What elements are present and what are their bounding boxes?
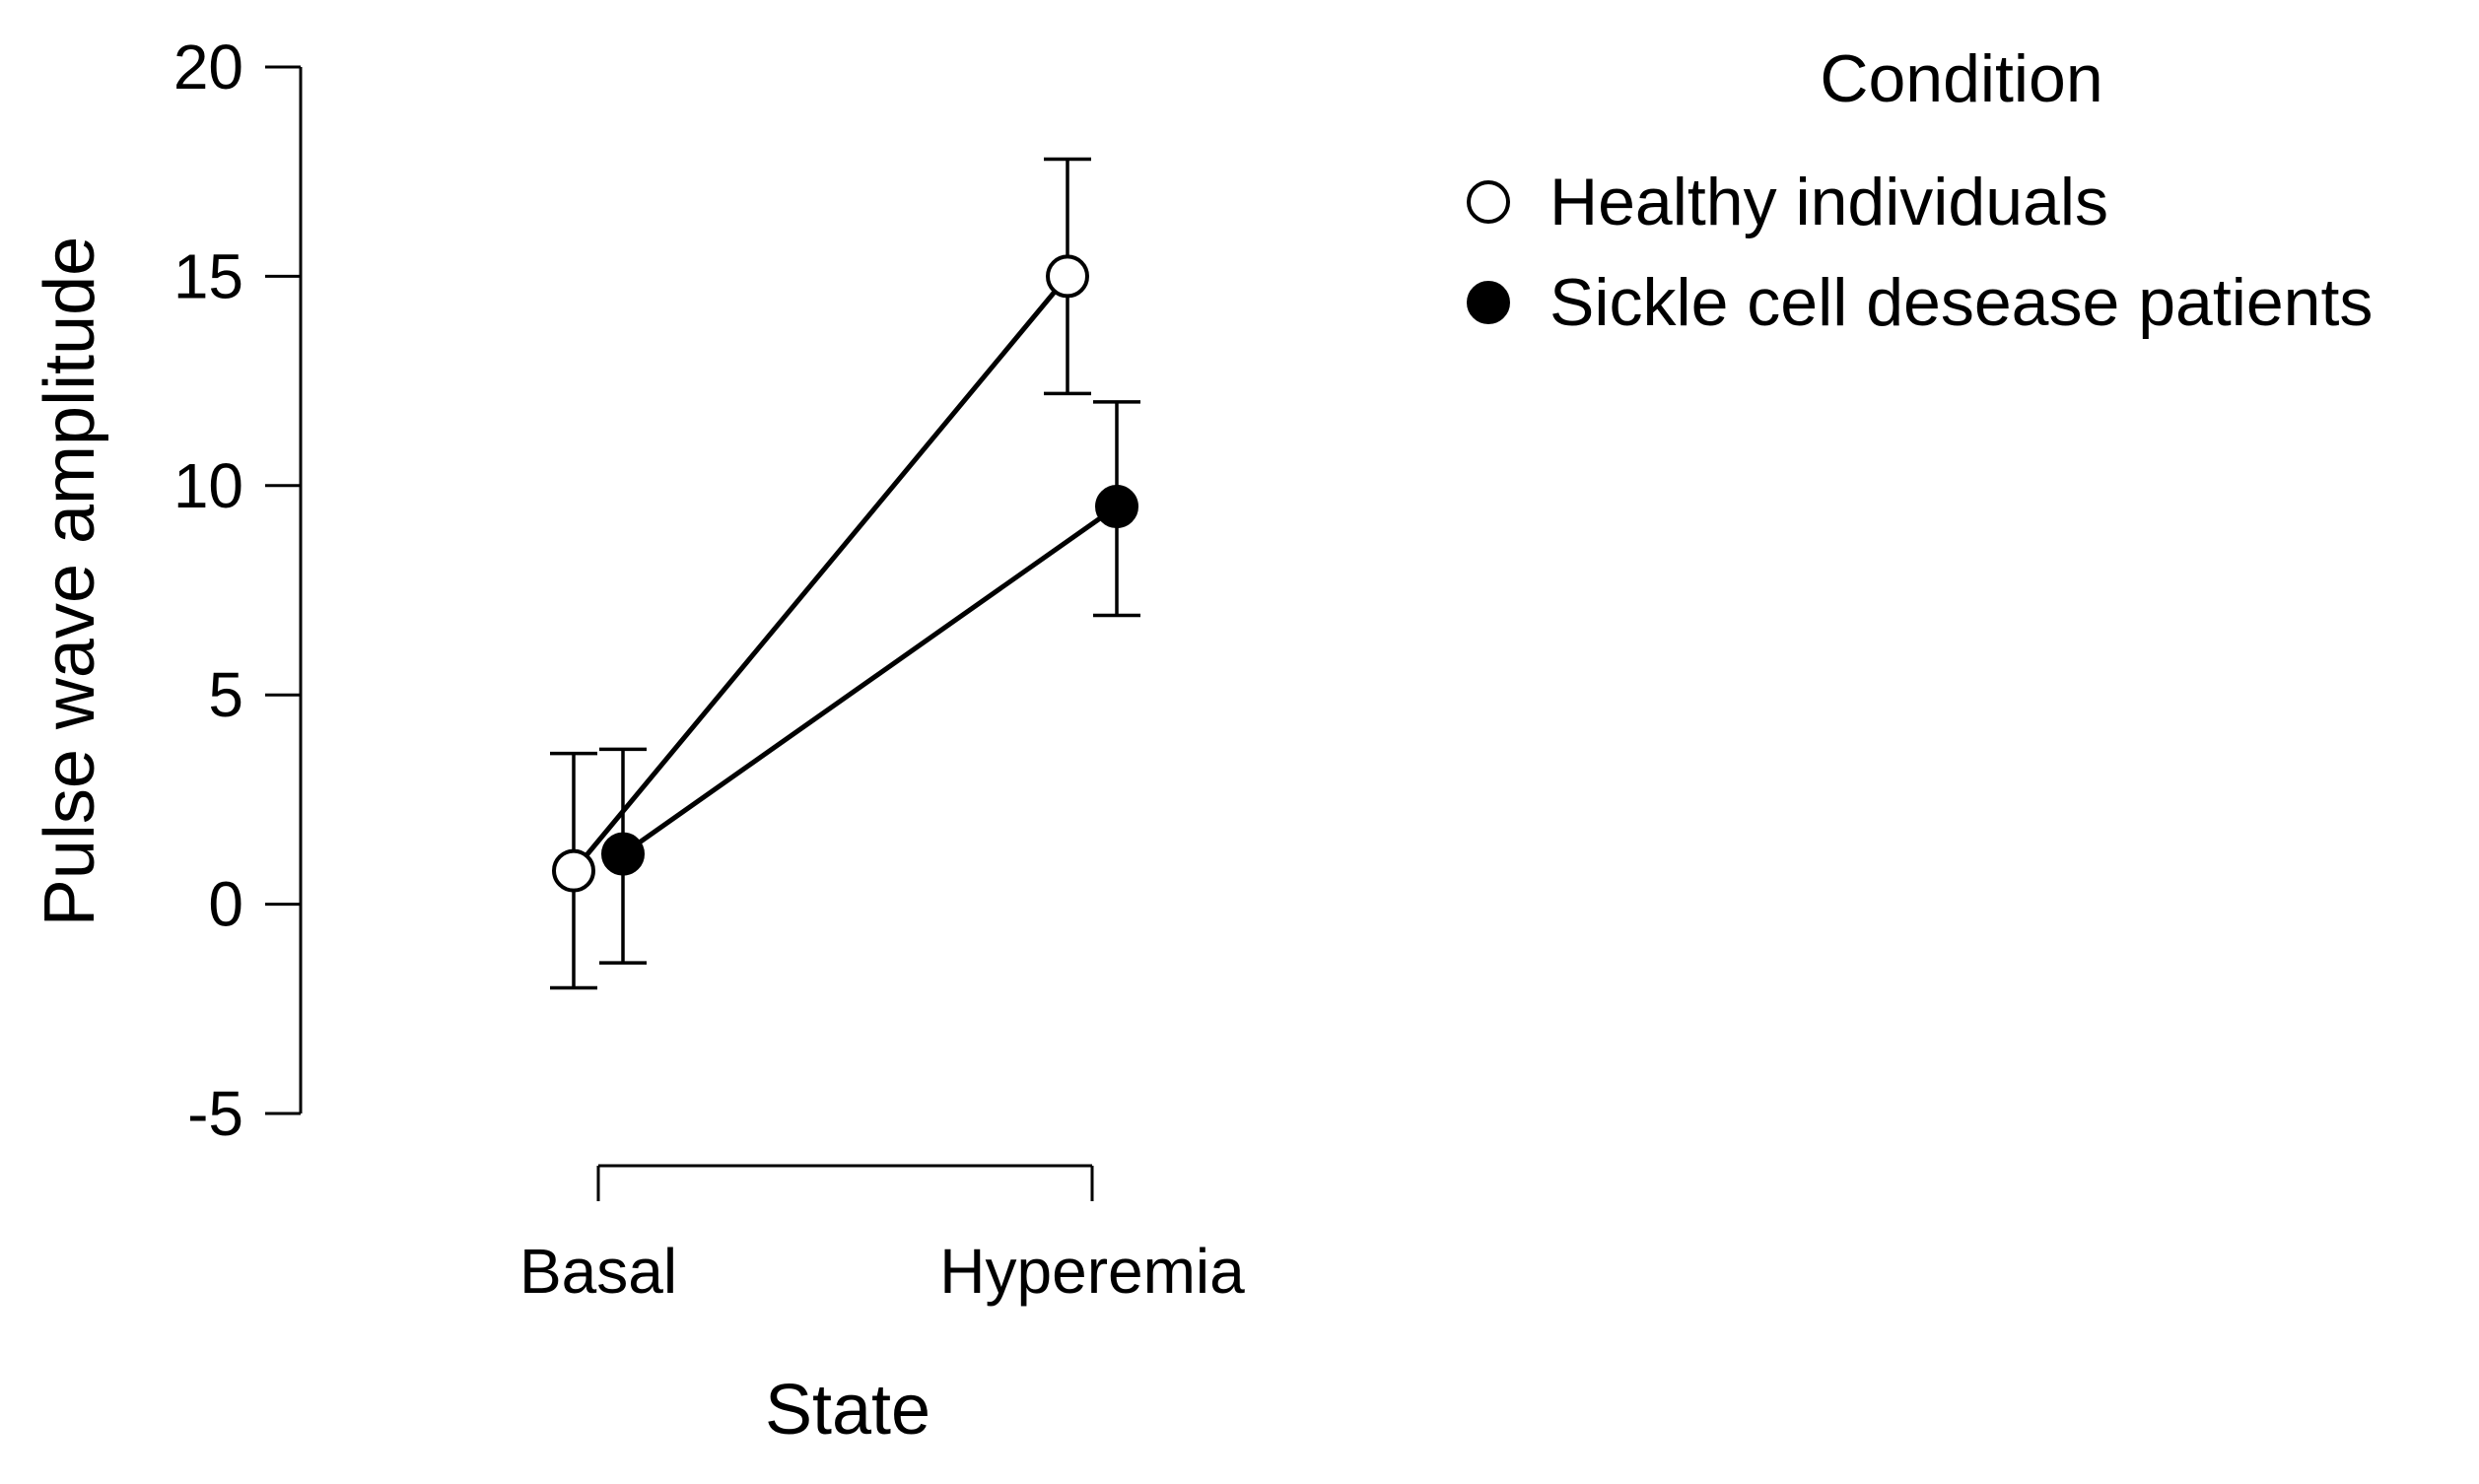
series-line <box>572 274 1069 873</box>
y-tick-label: 20 <box>173 32 243 102</box>
data-point <box>1095 485 1138 529</box>
y-tick-label: -5 <box>187 1078 243 1149</box>
legend: Condition Healthy individuals Sickle cel… <box>1467 41 2373 340</box>
y-tick-label: 0 <box>208 869 243 940</box>
y-axis: -5 0 5 10 15 20 <box>173 32 303 1149</box>
y-axis-title: Pulse wave amplitude <box>31 236 109 926</box>
data-point <box>601 832 645 876</box>
legend-marker-healthy <box>1467 180 1510 224</box>
series-sickle-cell <box>599 400 1140 965</box>
y-tick-label: 10 <box>173 450 243 521</box>
y-tick-label: 15 <box>173 240 243 311</box>
x-axis-title: State <box>765 1371 930 1450</box>
x-tick-label: Basal <box>519 1236 677 1307</box>
series-line <box>621 504 1119 856</box>
series-healthy <box>550 157 1091 990</box>
legend-title: Condition <box>1820 41 2102 116</box>
legend-label-sickle-cell: Sickle cell desease patients <box>1549 265 2373 340</box>
x-axis: Basal Hyperemia <box>519 1164 1245 1307</box>
y-tick-label: 5 <box>208 659 243 730</box>
plot-area <box>550 157 1140 990</box>
legend-label-healthy: Healthy individuals <box>1549 165 2108 239</box>
x-tick-label: Hyperemia <box>939 1236 1245 1307</box>
legend-marker-sickle-cell <box>1467 281 1510 324</box>
data-point <box>552 848 595 893</box>
data-point <box>1046 254 1089 299</box>
